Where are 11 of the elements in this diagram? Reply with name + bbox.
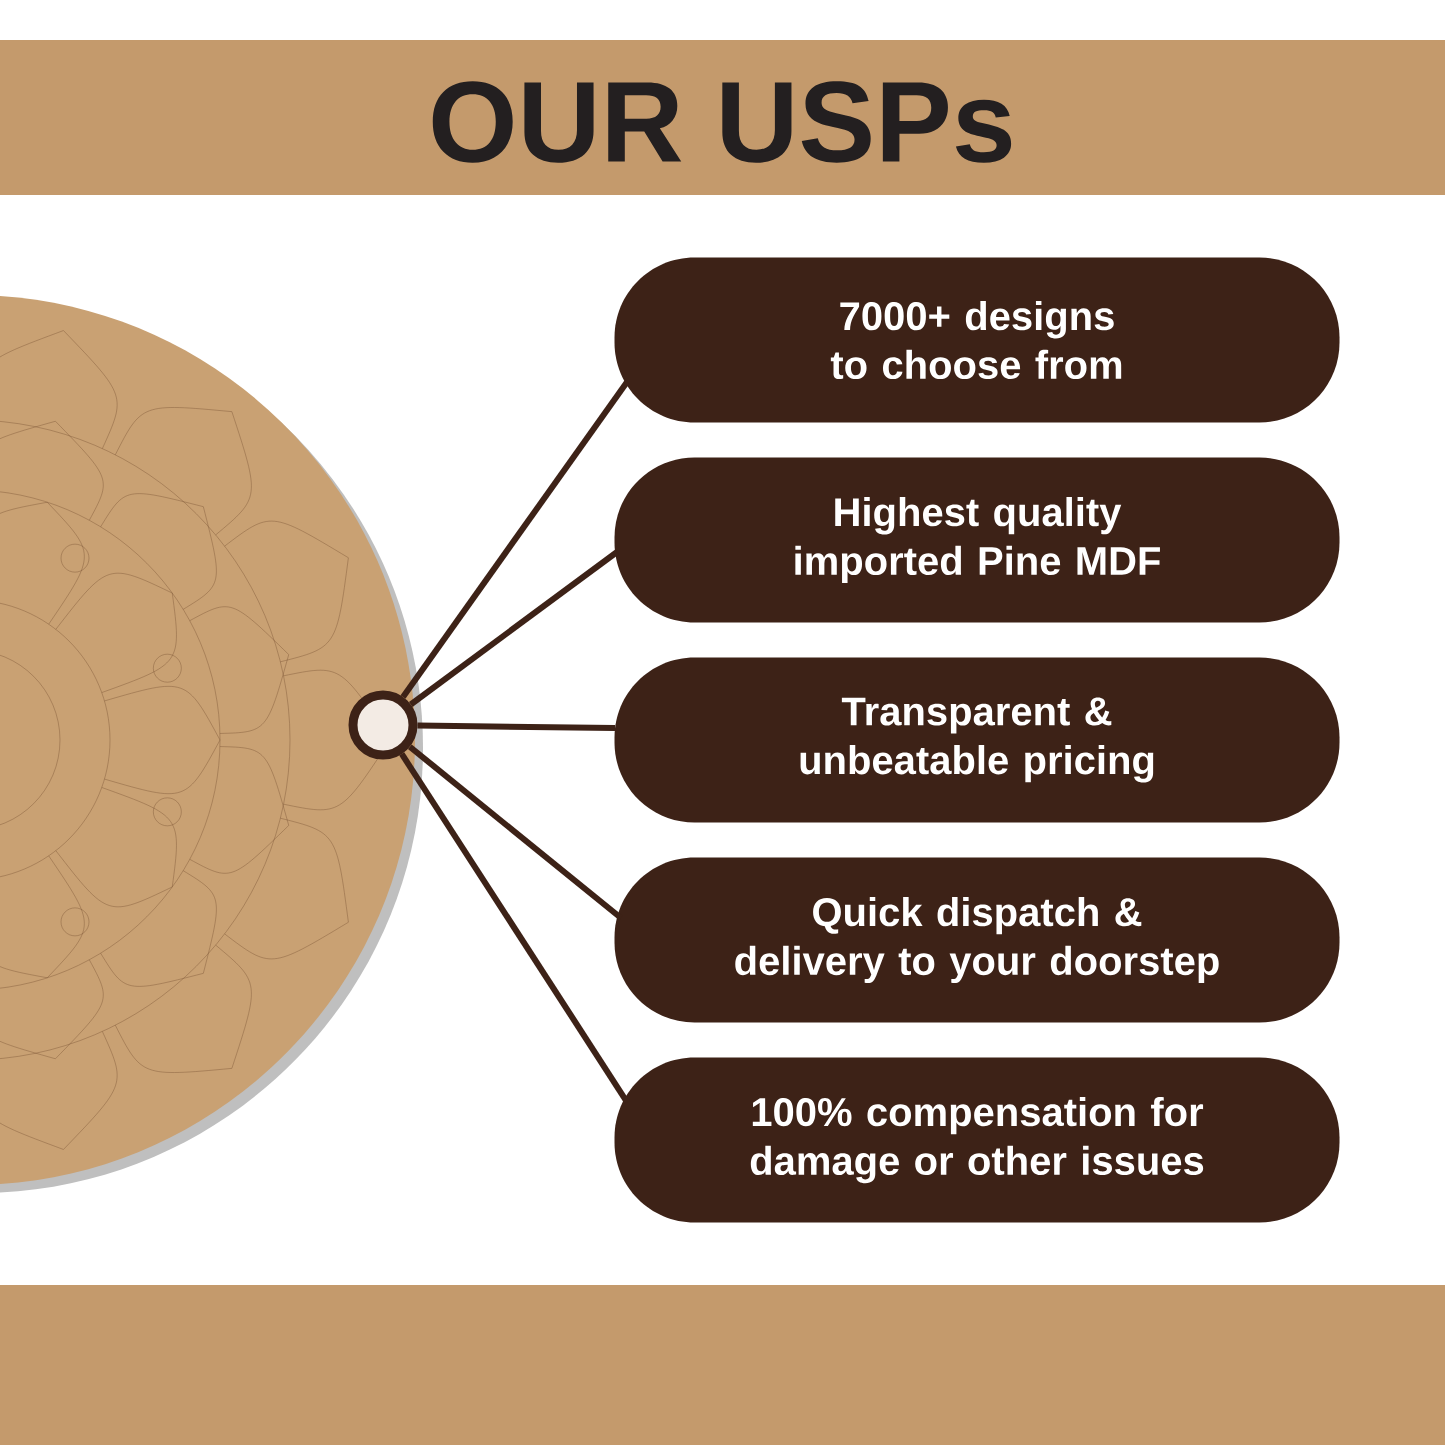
connector-line: [400, 380, 630, 699]
usp-pill: Quick dispatch & delivery to your doorstep: [614, 857, 1340, 1023]
connector-line: [399, 752, 630, 1104]
usp-pill: Transparent & unbeatable pricing: [614, 657, 1340, 823]
usp-pill: Highest quality imported Pine MDF: [614, 457, 1340, 623]
hub-circle: [348, 690, 418, 760]
usp-pill: 7000+ designs to choose from: [614, 257, 1340, 423]
title: OUR USPs: [432, 81, 1012, 163]
connector-line: [417, 722, 616, 731]
usp-pill: 100% compensation for damage or other issues: [614, 1057, 1340, 1223]
connector-line: [408, 549, 619, 707]
